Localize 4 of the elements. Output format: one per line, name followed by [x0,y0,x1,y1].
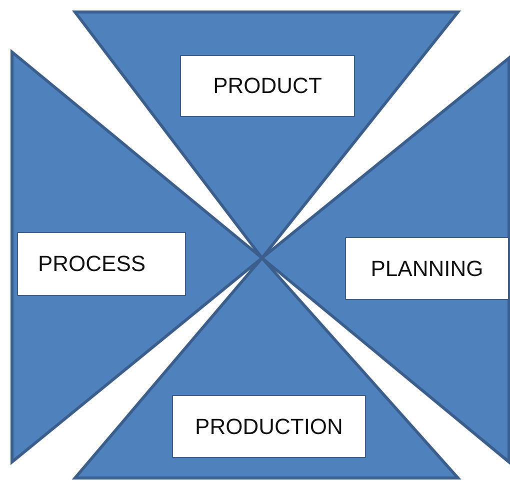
label-box: PLANNING [345,237,509,300]
label-box: PRODUCTION [172,395,366,458]
label-box: PRODUCT [180,55,355,117]
label-box: PROCESS [17,232,186,296]
